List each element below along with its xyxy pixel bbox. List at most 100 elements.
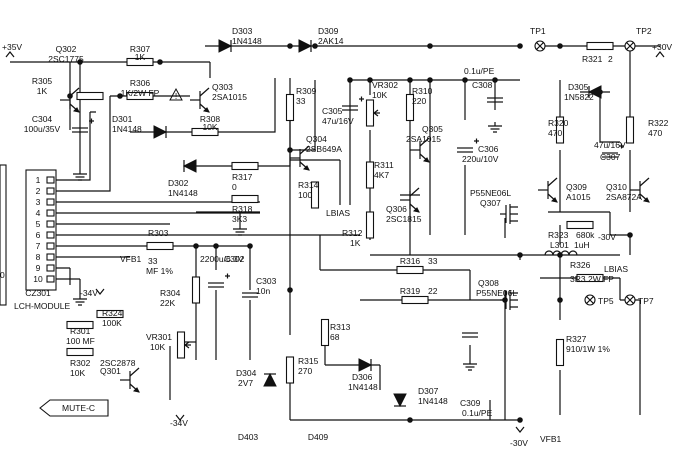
label-r314-ref: R314 [298, 180, 319, 190]
wire [56, 95, 190, 192]
junction-dot [193, 243, 199, 249]
label-d305-ref: D305 [568, 82, 589, 92]
module-pin-label-5: 5 [36, 219, 41, 229]
label-r327-value: 910/1W 1% [566, 344, 610, 354]
label-c302-ref: C302 [224, 254, 245, 264]
net-label-mute-c: MUTE-C [62, 403, 95, 413]
module-pin-label-8: 8 [36, 252, 41, 262]
transistor-collector-q301 [129, 367, 140, 377]
net-label-30v: +30V [652, 42, 672, 52]
capacitor-polarity-c307 [619, 143, 624, 149]
label-c306-value: 220u/10V [462, 154, 499, 164]
supply-arrow [515, 426, 525, 433]
wire [548, 211, 631, 255]
label-r311-value: 4K7 [374, 170, 389, 180]
junction-dot [287, 43, 293, 49]
junction-dot [213, 243, 219, 249]
wire [320, 269, 471, 300]
label-r310-ref: R310 [412, 86, 433, 96]
label-d409: D409 [308, 432, 329, 442]
transistor-collector-q306 [409, 187, 420, 197]
junction-dot [247, 243, 253, 249]
label-d403: D403 [238, 432, 259, 442]
transistor-arrow-q305 [422, 157, 430, 163]
label-d302-ref: D302 [168, 178, 189, 188]
label-c307-ref: C307 [600, 152, 621, 162]
label-r320-ref: R320 [548, 118, 569, 128]
wire [290, 159, 341, 205]
label-q303-part: 2SA1015 [212, 92, 247, 102]
resistor-r321 [586, 41, 614, 51]
resistor-r309 [285, 93, 295, 122]
net-label-30v-neg: -30V [510, 438, 528, 448]
tp5-label: TP5 [598, 296, 614, 306]
net-label-34v-vr: -34V [170, 418, 188, 428]
label-q304-part: 2SB649A [306, 144, 342, 154]
supply-arrow [655, 51, 665, 58]
label-r317-value: 0 [232, 182, 237, 192]
label-c309-value: 0.1u/PE [462, 408, 493, 418]
resistor-r312 [365, 211, 375, 239]
transistor-arrow-q309 [550, 197, 558, 203]
resistor-r315 [285, 356, 295, 384]
net-label-vfb1-left: VFB1 [120, 254, 142, 264]
label-q302-part: 2SC1775 [48, 54, 84, 64]
capacitor-polarity-c306 [474, 138, 479, 144]
module-pin-label-4: 4 [36, 208, 41, 218]
diode-d307 [393, 393, 407, 408]
label-c303-ref: C303 [256, 276, 277, 286]
module-edge [0, 164, 7, 306]
resistor-r323 [566, 220, 594, 230]
label-q306-part: 2SC1815 [386, 214, 422, 224]
diode-d305 [587, 85, 602, 99]
resistor-r317 [231, 161, 259, 171]
label-r305-value: 1K [37, 86, 48, 96]
label-r326-power: 2W FP [588, 274, 614, 284]
junction-dot [347, 77, 353, 83]
labels: 12345678910CZ301LCH-MODULE0!+35V+30V-34V… [0, 26, 672, 448]
module-pin-9 [46, 264, 55, 272]
ground-symbol [463, 360, 477, 371]
label-q309-part: A1015 [566, 192, 591, 202]
resistor-r311 [365, 161, 375, 189]
label-d301-ref: D301 [112, 114, 133, 124]
junction-dot [407, 417, 413, 423]
junction-dot [77, 59, 83, 65]
label-r309-ref: R309 [296, 86, 317, 96]
label-vr302-value: 10K [372, 90, 387, 100]
junction-dot [367, 77, 373, 83]
label-d307-part: 1N4148 [418, 396, 448, 406]
resistor-vr301 [176, 331, 186, 359]
resistor-r304 [191, 276, 201, 304]
pot-wiper-vr301 [184, 341, 191, 349]
pot-wiper-vr302 [373, 109, 380, 117]
resistor-r324 [96, 309, 124, 319]
junction-dot [427, 77, 433, 83]
resistor-r302 [66, 347, 94, 357]
module-pin-label-7: 7 [36, 241, 41, 251]
label-q307-part: P55NE06L [470, 188, 511, 198]
junction-dot [492, 77, 498, 83]
label-r318-value: 3K3 [232, 214, 247, 224]
junction-dot [557, 43, 563, 49]
module-pin-7 [46, 242, 55, 250]
label-c305-value: 47u/16V [322, 116, 354, 126]
wire [349, 79, 520, 205]
label-r321-ref: R321 [582, 54, 603, 64]
label-q306-ref: Q306 [386, 204, 407, 214]
junction-dot [157, 59, 163, 65]
transistor-collector-q309 [547, 177, 558, 187]
ground-symbol [233, 225, 247, 236]
label-q303-ref: Q303 [212, 82, 233, 92]
label-d306-part: 1N4148 [348, 382, 378, 392]
diode-d301 [153, 125, 168, 139]
resistor-r310 [405, 93, 415, 122]
diode-d303 [218, 39, 233, 53]
wire [56, 111, 96, 181]
transistor-collector-q304 [299, 145, 310, 155]
label-r327-ref: R327 [566, 334, 587, 344]
label-r313-value: 68 [330, 332, 340, 342]
junction-dot [517, 252, 523, 258]
label-r306-ref: R306 [130, 78, 151, 88]
